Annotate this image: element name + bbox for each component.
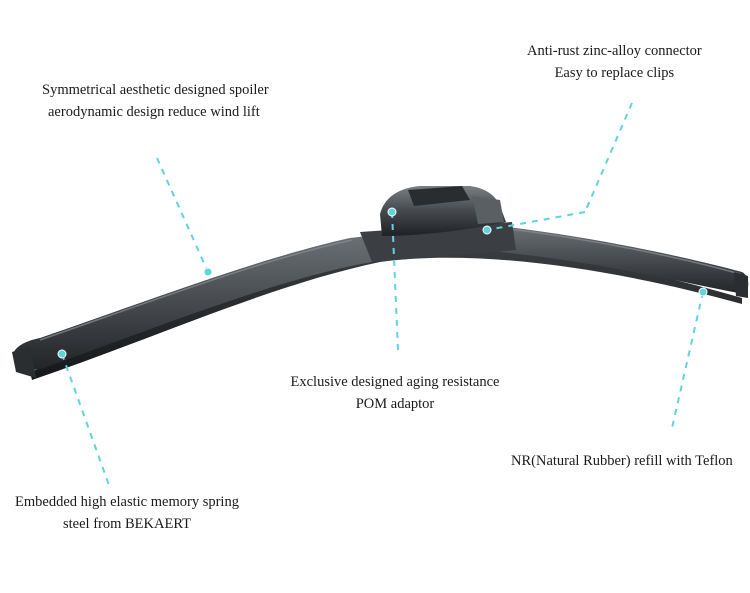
callout-adaptor-line2: POM adaptor	[355, 396, 435, 412]
callout-connector-line2: Easy to replace clips	[554, 65, 675, 81]
dot-refill	[698, 287, 708, 297]
left-spoiler-highlight	[39, 239, 353, 341]
callout-spring-line1: Embedded high elastic memory spring	[15, 494, 239, 510]
callout-spring: Embedded high elastic memory spring stee…	[14, 491, 240, 535]
callout-spoiler-line1: Symmetrical aesthetic designed spoiler	[42, 82, 269, 98]
dot-spoiler	[203, 267, 213, 277]
callout-refill: NR(Natural Rubber) refill with Teflon	[511, 450, 733, 472]
callout-spring-line2: steel from BEKAERT	[63, 516, 191, 532]
leader-refill	[671, 291, 704, 429]
left-end-cap	[12, 346, 36, 378]
callout-adaptor: Exclusive designed aging resistance POM …	[290, 371, 500, 415]
leader-dots	[57, 207, 708, 359]
leader-lines	[61, 102, 704, 489]
callout-adaptor-line1: Exclusive designed aging resistance	[290, 374, 500, 390]
callout-connector: Anti-rust zinc-alloy connector Easy to r…	[527, 40, 702, 84]
callout-connector-line1: Anti-rust zinc-alloy connector	[527, 43, 702, 59]
left-spoiler	[14, 236, 372, 370]
leader-spring	[61, 353, 111, 489]
right-spoiler	[500, 226, 749, 294]
adaptor-top-ridge	[408, 186, 470, 206]
dot-spring	[57, 349, 67, 359]
callout-spoiler: Symmetrical aesthetic designed spoiler a…	[42, 79, 269, 123]
right-spoiler-highlight	[501, 227, 741, 275]
leader-connector	[584, 102, 633, 213]
callout-spoiler-line2: aerodynamic design reduce wind lift	[48, 104, 260, 120]
leader-connector-h	[486, 211, 586, 231]
right-end-cap	[734, 272, 748, 298]
dot-connector	[482, 225, 492, 235]
callout-refill-line1: NR(Natural Rubber) refill with Teflon	[511, 453, 733, 469]
leader-spoiler	[156, 157, 209, 273]
adaptor-clip	[472, 196, 504, 224]
dot-adaptor	[387, 207, 397, 217]
